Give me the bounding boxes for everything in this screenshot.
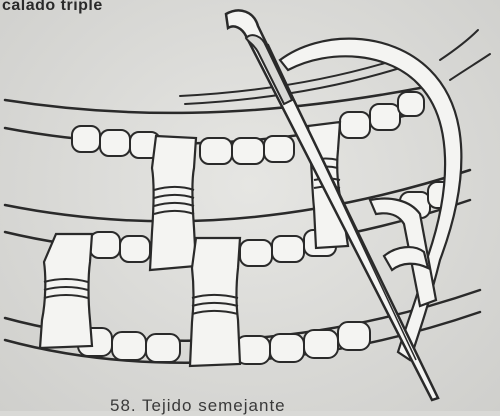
wrap — [112, 332, 146, 360]
strand-back-3 — [440, 30, 478, 60]
wrap — [232, 138, 264, 164]
wrap — [338, 322, 370, 350]
bar-lower-left — [40, 234, 92, 348]
wrap — [120, 236, 150, 262]
wrap — [304, 330, 338, 358]
wrap — [90, 232, 120, 258]
wrap — [236, 336, 270, 364]
wrap — [272, 236, 304, 262]
wrap — [100, 130, 130, 156]
thread-top-upper — [5, 88, 420, 113]
wrap — [146, 334, 180, 362]
wrap — [200, 138, 232, 164]
wrap — [340, 112, 370, 138]
wrap — [370, 104, 400, 130]
wrap — [270, 334, 304, 362]
wraps-top-row — [72, 92, 424, 164]
wrap — [72, 126, 100, 152]
wrap — [240, 240, 272, 266]
wrap — [398, 92, 424, 116]
strand-back-4 — [450, 54, 490, 80]
figure-caption: 58. Tejido semejante — [110, 396, 286, 416]
wrap — [264, 136, 294, 162]
